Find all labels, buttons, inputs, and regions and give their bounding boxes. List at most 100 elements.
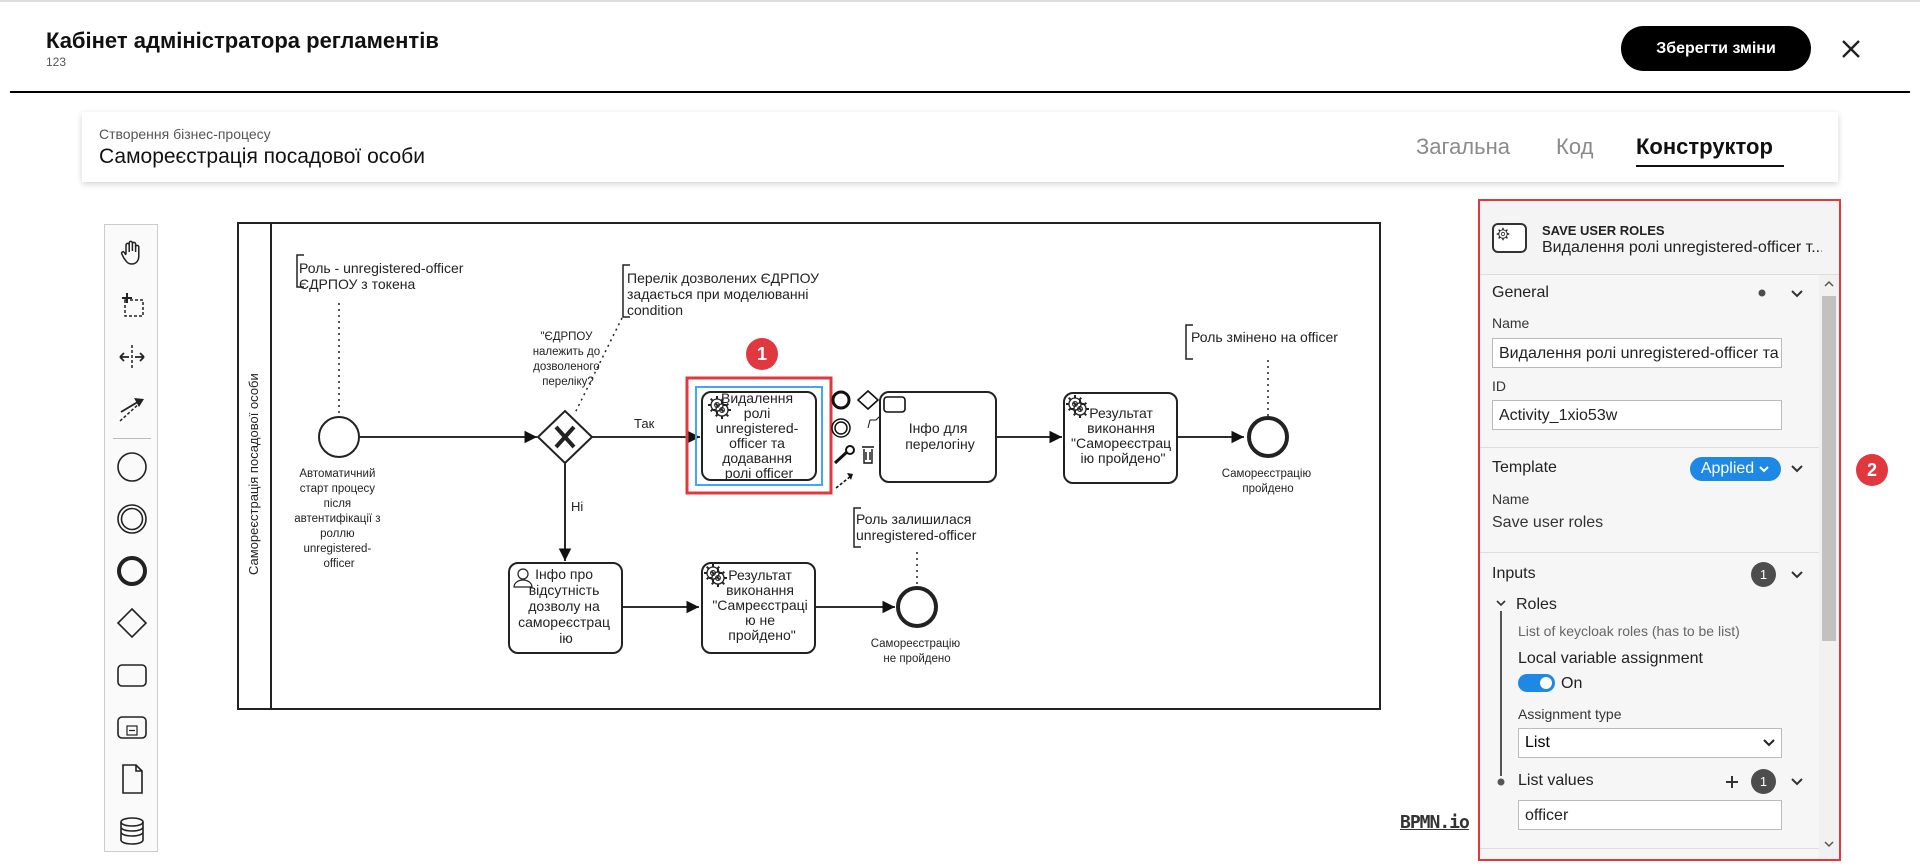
start-event-tool-icon[interactable] (112, 447, 152, 487)
template-name-label: Name (1492, 491, 1530, 507)
step-marker-1: 1 (746, 338, 778, 370)
bpmn-io-logo[interactable]: BPMN.io (1400, 812, 1470, 833)
lane-label: Самореєстрація посадової особи (246, 373, 261, 575)
tab-constructor[interactable]: Конструктор (1636, 134, 1773, 159)
palette-divider (113, 438, 151, 439)
space-tool-icon[interactable] (112, 337, 152, 377)
flow-yes-label[interactable]: Так (634, 416, 655, 431)
section-divider (1480, 552, 1819, 553)
global-connect-tool-icon[interactable] (112, 389, 152, 429)
svg-text:Самореєстрацію пройдено: Самореєстрацію пройдено (1222, 468, 1315, 495)
tab-code[interactable]: Код (1556, 134, 1594, 159)
template-applied-badge[interactable]: Applied (1690, 457, 1781, 481)
list-value-input[interactable]: officer (1518, 800, 1782, 830)
data-store-tool-icon[interactable] (112, 811, 152, 851)
section-divider (1480, 848, 1819, 849)
process-header-card: Створення бізнес-процесу Самореєстрація … (82, 112, 1838, 182)
chevron-down-icon[interactable] (1790, 570, 1804, 580)
chevron-down-icon[interactable] (1790, 777, 1804, 787)
active-tab-indicator (1636, 165, 1784, 167)
general-dot-icon (1758, 289, 1766, 297)
local-variable-label: Local variable assignment (1518, 650, 1703, 667)
svg-text:Інфо для перелогіну: Інфо для перелогіну (905, 420, 975, 452)
svg-text:Видалення ролі unr: Видалення ролі unregistered- officer та … (716, 390, 802, 481)
svg-text:Результат виконання: Результат виконання "Самреєстраці ю не п… (712, 567, 811, 643)
scroll-up-icon[interactable] (1823, 279, 1835, 289)
toggle-state-label: On (1561, 675, 1583, 692)
top-bar: Кабінет адміністратора регламентів 123 З… (0, 0, 1920, 93)
chevron-down-icon[interactable] (1495, 598, 1507, 608)
task-info-relogin[interactable]: Інфо для перелогіну (879, 391, 997, 483)
svg-text:"ЄДРПОУ належить до: "ЄДРПОУ належить до дозволеного переліку… (533, 331, 604, 388)
task-tool-icon[interactable] (112, 655, 152, 695)
save-changes-button[interactable]: Зберегти зміни (1621, 26, 1811, 71)
header-divider (10, 91, 1910, 93)
tab-general[interactable]: Загальна (1416, 134, 1510, 159)
app-subtitle: 123 (46, 55, 67, 69)
template-section-title[interactable]: Template (1492, 459, 1557, 476)
element-type: SAVE USER ROLES (1542, 223, 1665, 238)
panel-header: SAVE USER ROLES Видалення ролі unregiste… (1480, 201, 1839, 275)
properties-panel: SAVE USER ROLES Видалення ролі unregiste… (1478, 199, 1841, 861)
svg-text:Автоматичний старт проце: Автоматичний старт процесу після автенти… (294, 468, 384, 570)
id-input[interactable]: Activity_1xio53w (1492, 400, 1782, 430)
chevron-down-icon[interactable] (1790, 289, 1804, 299)
task-info-no-permission[interactable]: Інфо про відсутність дозволу на самореєс… (508, 562, 623, 654)
lasso-tool-icon[interactable] (112, 285, 152, 325)
scrollbar-thumb[interactable] (1822, 296, 1836, 641)
svg-text:Результат виконання: Результат виконання "Самореєстрац ію про… (1071, 405, 1175, 466)
name-input[interactable]: Видалення ролі unregistered-officer та д… (1492, 338, 1782, 368)
step-marker-2: 2 (1856, 454, 1888, 486)
task-result-ok[interactable]: Результат виконання "Самореєстрац ію про… (1063, 392, 1178, 484)
chevron-down-icon (1759, 465, 1769, 472)
assignment-type-value: List (1525, 734, 1550, 751)
chevron-down-icon (1763, 739, 1775, 747)
element-name: Видалення ролі unregistered-officer т... (1542, 239, 1822, 256)
end-event-success[interactable]: Самореєстрацію пройдено (1222, 416, 1315, 495)
annotation-role-changed[interactable]: Роль змінено на officer (1185, 324, 1338, 417)
assignment-type-select[interactable]: List (1518, 728, 1782, 758)
end-event-failure[interactable]: Самореєстрацію не пройдено (871, 586, 964, 665)
template-name-value: Save user roles (1492, 514, 1604, 531)
gateway-tool-icon[interactable] (112, 603, 152, 643)
process-title: Самореєстрація посадової особи (99, 145, 425, 168)
list-values-label: List values (1518, 772, 1594, 789)
end-event-tool-icon[interactable] (112, 551, 152, 591)
intermediate-event-tool-icon[interactable] (112, 499, 152, 539)
start-event[interactable]: Автоматичний старт процесу після автенти… (294, 416, 384, 570)
task-delete-role[interactable]: Видалення ролі unregistered- officer та … (685, 376, 833, 495)
breadcrumb: Створення бізнес-процесу (99, 126, 271, 142)
pool[interactable] (237, 222, 1381, 710)
local-variable-toggle[interactable] (1518, 674, 1555, 692)
context-pad[interactable] (831, 389, 907, 489)
inputs-section-title[interactable]: Inputs (1492, 565, 1536, 582)
scroll-down-icon[interactable] (1823, 839, 1835, 849)
applied-label: Applied (1700, 460, 1755, 477)
app-title: Кабінет адміністратора регламентів (46, 28, 439, 53)
close-icon[interactable] (1838, 36, 1864, 62)
roles-description: List of keycloak roles (has to be list) (1518, 623, 1740, 639)
tool-palette (104, 224, 158, 852)
svg-text:Роль змінено на officer: Роль змінено на officer (1191, 329, 1338, 345)
subprocess-tool-icon[interactable] (112, 707, 152, 747)
task-result-fail[interactable]: Результат виконання "Самреєстраці ю не п… (701, 562, 816, 654)
general-section-title[interactable]: General (1492, 284, 1549, 301)
chevron-down-icon[interactable] (1790, 464, 1804, 474)
exclusive-gateway[interactable]: "ЄДРПОУ належить до дозволеного переліку… (533, 331, 604, 465)
tree-node-dot (1497, 778, 1505, 786)
add-icon[interactable] (1724, 774, 1740, 790)
roles-title[interactable]: Roles (1516, 596, 1557, 613)
hand-tool-icon[interactable] (112, 233, 152, 273)
id-label: ID (1492, 378, 1506, 394)
assignment-type-label: Assignment type (1518, 706, 1622, 722)
data-object-tool-icon[interactable] (112, 759, 152, 799)
section-divider (1480, 447, 1819, 448)
list-count-badge: 1 (1751, 769, 1776, 794)
flow-no-label[interactable]: Ні (571, 499, 583, 514)
